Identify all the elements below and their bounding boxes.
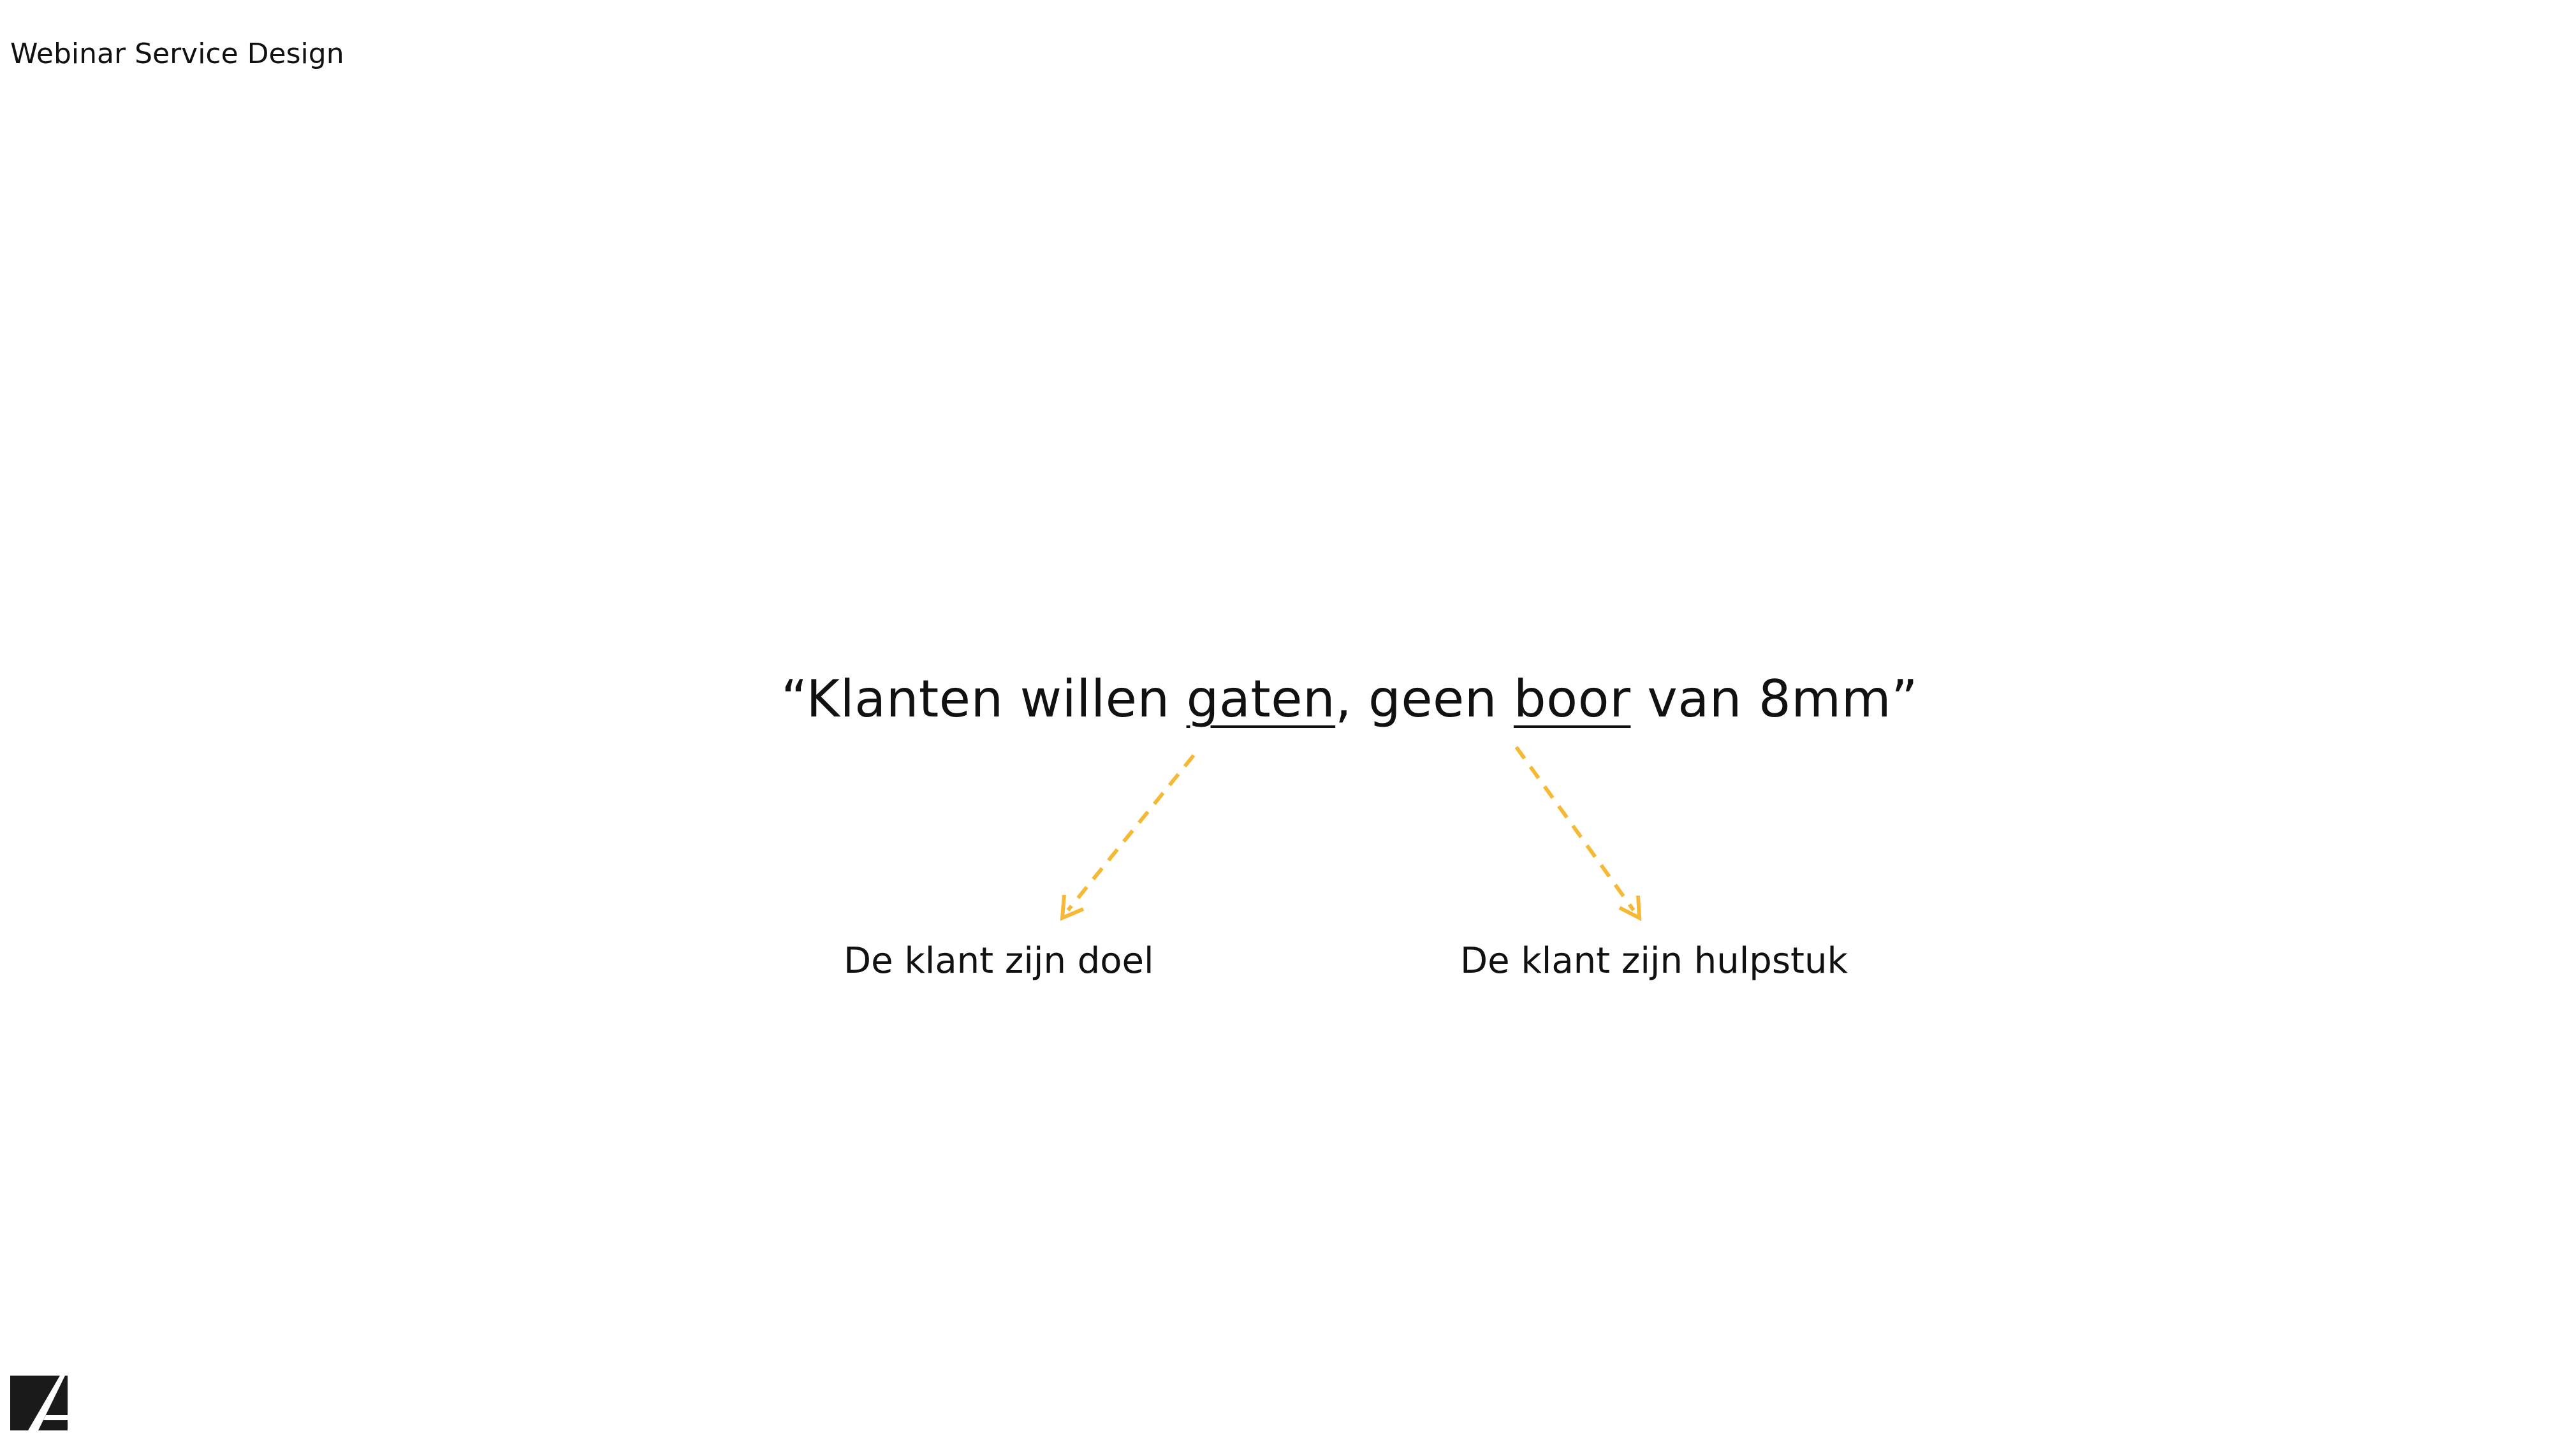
quote-text: “Klanten willen gaten, geen boor van 8mm… <box>781 664 1918 734</box>
quote-part-3: van 8mm <box>1630 669 1892 729</box>
slide-header-label: Webinar Service Design <box>10 38 344 70</box>
left-dashed-arrow-icon <box>1060 754 1196 921</box>
label-customer-tool: De klant zijn hulpstuk <box>1460 940 1848 982</box>
brand-logo-icon <box>10 1376 68 1430</box>
quote-part-1: Klanten willen <box>806 669 1187 729</box>
quote-underlined-gaten: gaten <box>1186 669 1336 729</box>
quote-close-mark: ” <box>1891 669 1919 729</box>
quote-underlined-boor: boor <box>1513 669 1631 729</box>
right-dashed-arrow-icon <box>1514 746 1642 922</box>
quote-part-2: , geen <box>1335 669 1514 729</box>
quote-open-mark: “ <box>781 669 807 729</box>
label-customer-goal: De klant zijn doel <box>844 940 1154 982</box>
